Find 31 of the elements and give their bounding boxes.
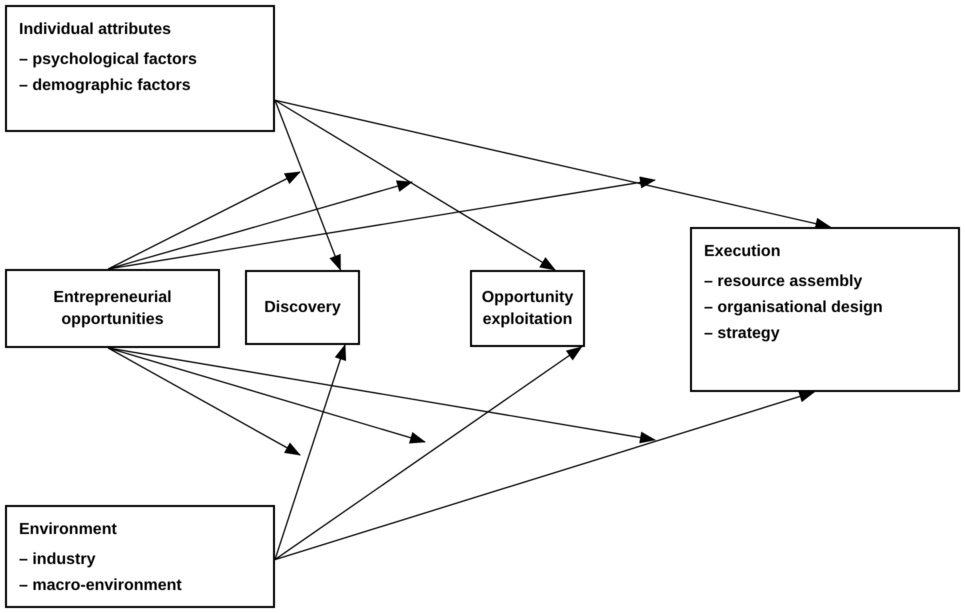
process-box: [5, 505, 275, 608]
list-item: – resource assembly: [704, 273, 864, 291]
box-label: Discovery: [264, 298, 341, 318]
arrow: [274, 100, 556, 271]
arrow: [108, 347, 301, 456]
arrow: [274, 346, 582, 560]
list-item: – psychological factors: [19, 51, 198, 69]
arrow: [108, 180, 413, 270]
list-item: – demographic factors: [19, 77, 192, 95]
box-heading: Individual attributes: [19, 21, 172, 39]
process-box: [690, 227, 960, 392]
process-box: [470, 270, 585, 347]
arrow: [274, 344, 346, 560]
list-item: – strategy: [704, 325, 781, 343]
box-label: Entrepreneurial opportunities: [52, 288, 173, 330]
list-item: – macro-environment: [19, 577, 183, 595]
arrow: [274, 390, 816, 560]
arrow: [108, 347, 656, 444]
process-box: [5, 5, 275, 132]
arrow: [274, 100, 342, 271]
process-box: [5, 269, 220, 348]
box-heading: Execution: [704, 243, 782, 261]
arrow: [108, 347, 426, 444]
arrow: [274, 100, 832, 230]
arrow: [108, 176, 656, 270]
box-label: Opportunity exploitation: [480, 288, 574, 330]
box-heading: Environment: [19, 521, 118, 539]
list-item: – organisational design: [704, 299, 884, 317]
arrow: [108, 171, 301, 270]
list-item: – industry: [19, 551, 96, 569]
process-box: [245, 270, 360, 345]
